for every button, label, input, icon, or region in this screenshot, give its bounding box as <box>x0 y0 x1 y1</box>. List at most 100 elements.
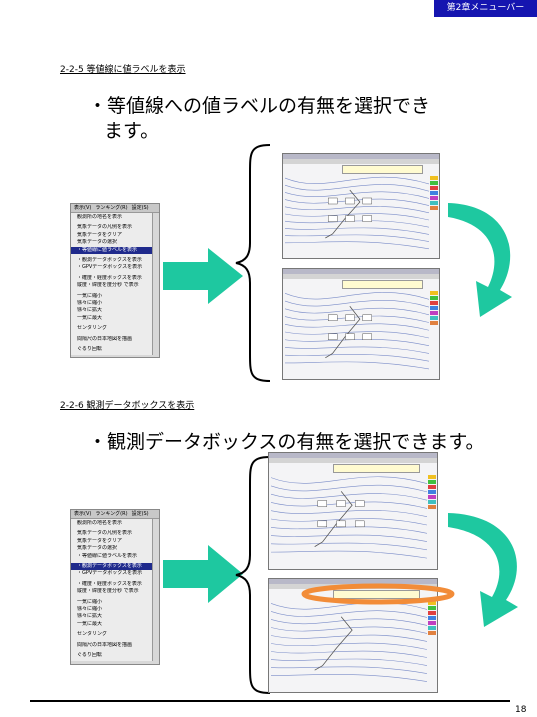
menu-bar-ranking[interactable]: ランキング(R) <box>95 511 128 517</box>
menu-item[interactable]: 間隔尺の日本地図を描画 <box>77 335 133 342</box>
observation-data-box <box>328 333 338 340</box>
menu-item[interactable]: 間隔尺の日本地図を描画 <box>77 641 133 648</box>
display-menu-225: 表示(V) ランキング(R) 設定(S) 観測所の地名を表示 気象データの凡例を… <box>70 203 160 358</box>
isobar-line <box>271 602 427 610</box>
menu-bar-display[interactable]: 表示(V) <box>74 205 92 211</box>
menu-item[interactable]: 一気に最大 <box>77 620 103 627</box>
observation-data-box <box>317 520 327 528</box>
weather-map <box>271 602 427 682</box>
menu-bar-settings[interactable]: 設定(S) <box>131 205 149 211</box>
menu-item[interactable]: 縦度・緯度を度分秒 で表示 <box>77 588 139 595</box>
map-window-after <box>282 268 440 380</box>
menu-item[interactable]: 観測所の地名を表示 <box>77 520 123 526</box>
bullet-text-225-line2: ます。 <box>104 120 160 142</box>
isobar-line <box>271 550 427 559</box>
menu-item[interactable]: ・GPVデータボックスを表示 <box>77 264 143 271</box>
legend-swatch <box>428 626 436 630</box>
isobar-line <box>285 234 429 242</box>
observation-data-box <box>345 314 355 321</box>
isobar-line <box>271 626 427 634</box>
curved-arrow-icon <box>448 203 512 317</box>
observation-data-box <box>336 520 346 528</box>
page-number: 18 <box>515 705 527 715</box>
map-window-before <box>268 452 438 570</box>
observation-data-box <box>362 197 372 205</box>
menu-item[interactable]: 徐々に拡大 <box>77 613 103 620</box>
menu-item[interactable]: センタリング <box>77 325 108 332</box>
menu-bar-display[interactable]: 表示(V) <box>74 511 92 517</box>
info-panel <box>342 165 424 174</box>
window-titlebar <box>269 579 437 584</box>
isobar-line <box>271 610 427 618</box>
menu-item[interactable]: 観測所の地名を表示 <box>77 214 123 220</box>
legend-swatch <box>428 606 436 610</box>
isobar-line <box>271 476 427 484</box>
menu-item[interactable]: 気象データをクリア <box>77 537 123 544</box>
menu-item[interactable]: 徐々に縮小 <box>77 606 103 613</box>
menu-item[interactable]: ・確度・経度ボックスを表示 <box>77 580 142 587</box>
window-toolbar <box>283 274 439 279</box>
color-legend <box>430 291 438 326</box>
isobar-line <box>271 493 427 501</box>
observation-box-highlight-ellipse <box>301 583 455 605</box>
menu-item[interactable]: 縦度・緯度を度分秒 で表示 <box>77 282 139 289</box>
menu-item[interactable]: ぐるり回転 <box>77 346 102 353</box>
info-panel <box>342 280 424 289</box>
isobar-line <box>271 484 427 493</box>
legend-swatch <box>430 206 438 210</box>
right-arrow-icon <box>163 248 243 304</box>
curved-arrow-icon <box>448 513 518 627</box>
observation-data-box <box>355 520 365 528</box>
legend-swatch <box>430 196 438 200</box>
menu-item-contour-labels[interactable]: ・等値線に値ラベルを表示 <box>71 246 152 255</box>
menu-item[interactable]: 気象データをクリア <box>77 231 123 238</box>
menu-item[interactable]: 気象データの凡例を表示 <box>77 224 133 231</box>
window-titlebar <box>269 453 437 458</box>
isobar-line <box>271 634 427 642</box>
menu-item[interactable]: 徐々に縮小 <box>77 300 103 307</box>
legend-swatch <box>430 311 438 315</box>
isobar-line <box>285 220 429 228</box>
map-window-before <box>282 153 440 259</box>
left-brace-icon <box>235 456 271 694</box>
menu-bar-settings[interactable]: 設定(S) <box>131 511 149 517</box>
menu-item[interactable]: 気象データの選択 <box>77 545 118 552</box>
menu-item[interactable]: 徐々に拡大 <box>77 307 103 314</box>
legend-swatch <box>430 321 438 325</box>
isobar-line <box>271 642 427 650</box>
color-legend <box>428 601 436 636</box>
weather-map <box>285 176 429 250</box>
observation-data-box <box>328 215 338 222</box>
section-heading-226: 2-2-6 観測データボックスを表示 <box>60 401 195 411</box>
menu-item[interactable]: ・等値線に値ラベルを表示 <box>77 552 138 559</box>
observation-data-box <box>328 197 338 205</box>
menu-item[interactable]: 一気に最大 <box>77 314 103 321</box>
menu-item[interactable]: ぐるり回転 <box>77 652 102 659</box>
legend-swatch <box>430 316 438 320</box>
legend-swatch <box>428 500 436 504</box>
menu-item[interactable]: ・観測データボックスを表示 <box>77 257 142 264</box>
isobar-line <box>285 176 429 185</box>
isobar-line <box>285 213 429 221</box>
legend-swatch <box>428 480 436 484</box>
legend-swatch <box>428 505 436 509</box>
observation-data-box <box>317 500 327 507</box>
legend-swatch <box>428 475 436 479</box>
menu-item-observation-box[interactable]: ・観測データボックスを表示 <box>71 563 152 571</box>
isobar-line <box>285 315 429 323</box>
observation-data-box <box>345 215 355 222</box>
map-window-after <box>268 578 438 693</box>
legend-swatch <box>430 176 438 180</box>
menu-item[interactable]: 一気に縮小 <box>77 292 103 299</box>
menu-bar-ranking[interactable]: ランキング(R) <box>95 205 128 211</box>
menu-item[interactable]: ・確度・経度ボックスを表示 <box>77 274 142 281</box>
info-panel <box>332 464 421 473</box>
menu-item[interactable]: 一気に縮小 <box>77 598 103 605</box>
menu-item[interactable]: 気象データの選択 <box>77 239 118 246</box>
menu-item[interactable]: 気象データの凡例を表示 <box>77 530 133 537</box>
menu-item[interactable]: ・GPVデータボックスを表示 <box>77 570 143 577</box>
window-titlebar <box>283 154 439 159</box>
menu-body: 観測所の地名を表示 気象データの凡例を表示 気象データをクリア 気象データの選択… <box>71 519 153 661</box>
observation-data-box <box>362 215 372 222</box>
menu-item[interactable]: センタリング <box>77 631 108 638</box>
